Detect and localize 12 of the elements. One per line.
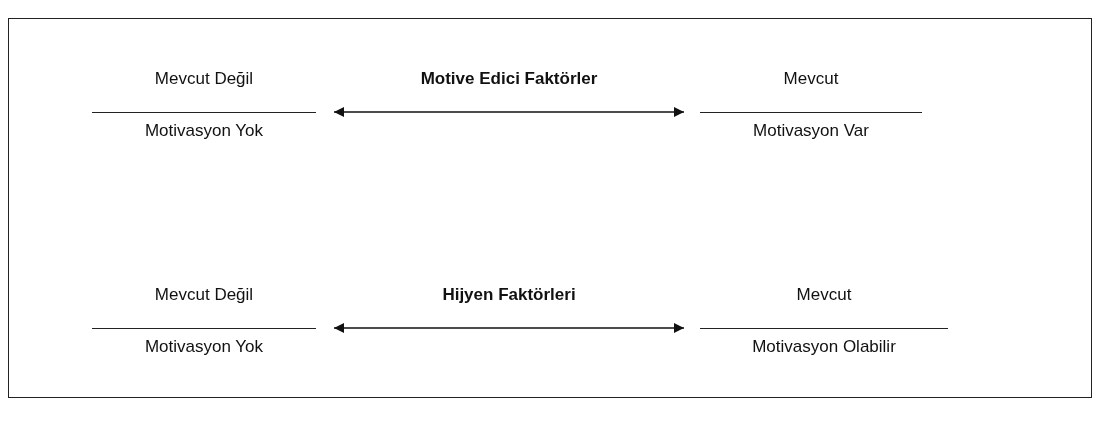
outcome-label: Motivasyon Yok	[143, 121, 265, 141]
state-label: Mevcut Değil	[153, 285, 255, 305]
outcome-label: Motivasyon Var	[752, 121, 870, 141]
edge-label: Motive Edici Faktörler	[420, 69, 598, 89]
double-arrow	[333, 323, 685, 333]
outcome-label: Motivasyon Olabilir	[751, 337, 897, 357]
edge-label: Hijyen Faktörleri	[442, 285, 576, 305]
double-arrow	[333, 107, 685, 117]
state-label: Mevcut	[782, 69, 840, 89]
state-label: Mevcut Değil	[153, 69, 255, 89]
state-label: Mevcut	[795, 285, 853, 305]
outcome-label: Motivasyon Yok	[143, 337, 265, 357]
